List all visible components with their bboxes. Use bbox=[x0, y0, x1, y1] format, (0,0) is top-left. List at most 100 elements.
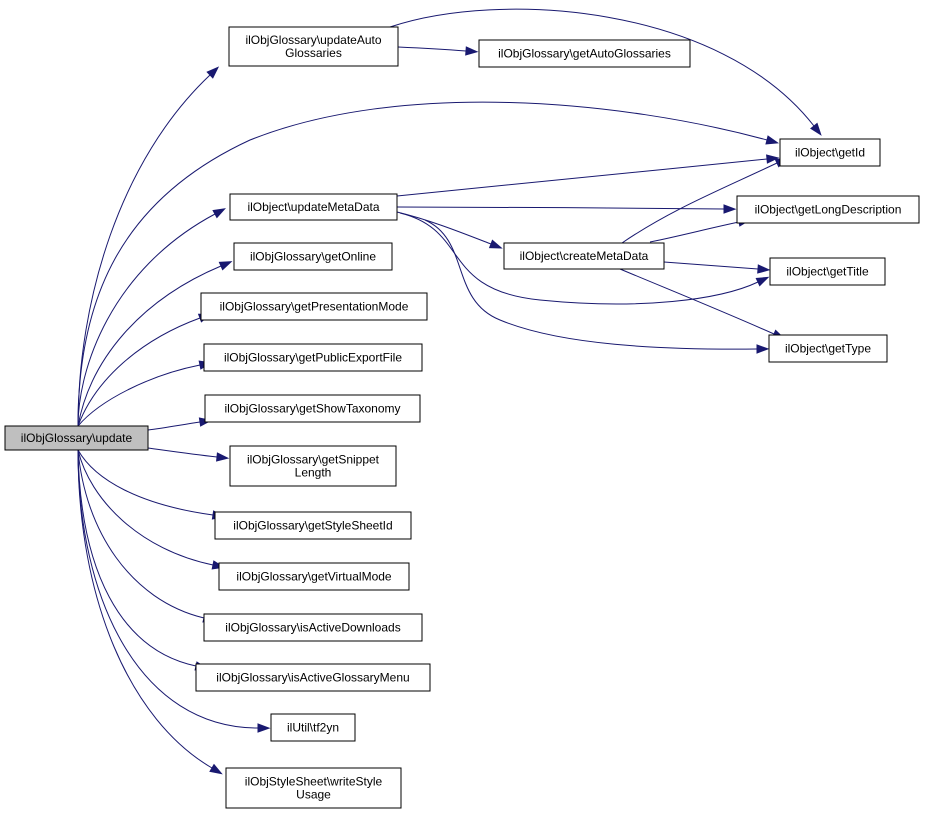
node-getStyleSheetId[interactable]: ilObjGlossary\getStyleSheetId bbox=[214, 511, 412, 540]
node-label: ilObjGlossary\isActiveGlossaryMenu bbox=[216, 671, 409, 685]
node-label: Length bbox=[295, 466, 332, 480]
node-box bbox=[200, 292, 428, 321]
node-box bbox=[4, 425, 149, 451]
node-getAutoGlossaries[interactable]: ilObjGlossary\getAutoGlossaries bbox=[478, 39, 691, 68]
edge-updateMetaData-to-getType bbox=[424, 219, 770, 354]
node-box bbox=[203, 613, 423, 642]
arrowhead bbox=[810, 122, 822, 136]
node-box bbox=[203, 343, 423, 372]
node-getId[interactable]: ilObject\getId bbox=[779, 138, 881, 167]
node-getShowTaxonomy[interactable]: ilObjGlossary\getShowTaxonomy bbox=[204, 394, 421, 423]
edge-updateMetaData-to-getLongDescription bbox=[396, 204, 737, 214]
node-box bbox=[225, 767, 402, 809]
node-getPresentationMode[interactable]: ilObjGlossary\getPresentationMode bbox=[200, 292, 428, 321]
node-box bbox=[478, 39, 691, 68]
node-createMetaData[interactable]: ilObject\createMetaData bbox=[503, 242, 665, 270]
arrowhead bbox=[488, 239, 503, 249]
edge-update-to-getSnippetLength bbox=[147, 447, 230, 462]
node-box bbox=[229, 193, 398, 221]
node-label: ilObjGlossary\updateAuto bbox=[245, 33, 381, 47]
edge-update-to-tf2yn bbox=[77, 449, 271, 733]
node-label: ilUtil\tf2yn bbox=[287, 721, 339, 735]
arrowhead bbox=[465, 46, 479, 56]
edge-createMetaData-to-getLongDescription bbox=[649, 217, 752, 243]
arrowhead bbox=[766, 154, 780, 164]
node-label: ilObject\getTitle bbox=[786, 265, 869, 279]
node-box bbox=[768, 334, 888, 363]
arrowhead bbox=[756, 344, 770, 354]
node-label: Glossaries bbox=[285, 46, 342, 60]
arrowhead bbox=[216, 452, 230, 462]
node-label: ilObjGlossary\getPublicExportFile bbox=[224, 351, 402, 365]
node-update[interactable]: ilObjGlossary\update bbox=[4, 425, 149, 451]
node-box bbox=[218, 562, 410, 591]
node-box bbox=[736, 195, 920, 224]
node-box bbox=[233, 242, 393, 271]
node-box bbox=[228, 26, 399, 67]
node-box bbox=[195, 663, 431, 692]
node-box bbox=[503, 242, 665, 270]
edge-update-to-isActiveGlossaryMenu bbox=[77, 449, 209, 671]
node-label: ilObjGlossary\isActiveDownloads bbox=[225, 621, 400, 635]
node-label: ilObject\getId bbox=[795, 146, 865, 160]
nodes-layer: ilObjGlossary\update ilObjGlossary\update… bbox=[4, 26, 920, 809]
node-tf2yn[interactable]: ilUtil\tf2yn bbox=[270, 713, 356, 742]
node-label: ilObjGlossary\getAutoGlossaries bbox=[498, 47, 671, 61]
arrowhead bbox=[757, 264, 771, 274]
node-label: ilObjStyleSheet\writeStyle bbox=[245, 775, 383, 789]
node-box bbox=[270, 713, 356, 742]
edge-updateMetaData-to-getId bbox=[396, 154, 780, 197]
arrowhead bbox=[209, 763, 223, 775]
edge-updateAutoGlossaries-to-getAutoGlossaries bbox=[397, 46, 479, 56]
edge-update-to-isActiveDownloads bbox=[77, 449, 217, 623]
edge-update-to-updateAutoGlossaries bbox=[77, 66, 220, 427]
edge-updateMetaData-to-getTitle bbox=[399, 212, 770, 305]
arrowhead bbox=[723, 204, 737, 214]
edge-update-to-getShowTaxonomy bbox=[147, 417, 213, 431]
arrowhead bbox=[755, 276, 770, 287]
edge-update-to-getOnline bbox=[77, 261, 233, 427]
edge-update-to-getVirtualMode bbox=[77, 449, 226, 570]
node-box bbox=[214, 511, 412, 540]
node-label: Usage bbox=[296, 788, 331, 802]
edge-update-to-getId bbox=[77, 101, 780, 427]
node-label: ilObjGlossary\getVirtualMode bbox=[236, 570, 392, 584]
arrowhead bbox=[218, 261, 233, 271]
node-getVirtualMode[interactable]: ilObjGlossary\getVirtualMode bbox=[218, 562, 410, 591]
edge-update-to-writeStyleUsage bbox=[77, 449, 223, 775]
node-box bbox=[769, 257, 886, 286]
arrowhead bbox=[212, 208, 226, 219]
node-label: ilObjGlossary\getOnline bbox=[250, 250, 376, 264]
node-label: ilObjGlossary\update bbox=[21, 431, 133, 445]
node-isActiveGlossaryMenu[interactable]: ilObjGlossary\isActiveGlossaryMenu bbox=[195, 663, 431, 692]
edge-createMetaData-to-getTitle bbox=[663, 261, 771, 274]
arrowhead bbox=[257, 723, 271, 733]
node-label: ilObjGlossary\getStyleSheetId bbox=[233, 519, 392, 533]
arrowhead bbox=[206, 66, 220, 79]
edges-layer bbox=[77, 8, 822, 775]
node-getType[interactable]: ilObject\getType bbox=[768, 334, 888, 363]
node-box bbox=[229, 445, 397, 487]
node-label: ilObjGlossary\getSnippet bbox=[247, 453, 380, 467]
node-label: ilObject\getLongDescription bbox=[755, 203, 902, 217]
node-getOnline[interactable]: ilObjGlossary\getOnline bbox=[233, 242, 393, 271]
node-label: ilObject\createMetaData bbox=[520, 249, 649, 263]
node-getPublicExportFile[interactable]: ilObjGlossary\getPublicExportFile bbox=[203, 343, 423, 372]
node-label: ilObject\getType bbox=[785, 342, 871, 356]
edge-update-to-updateMetaData bbox=[77, 208, 226, 427]
arrowhead bbox=[765, 135, 780, 145]
node-box bbox=[204, 394, 421, 423]
node-label: ilObject\updateMetaData bbox=[247, 200, 379, 214]
node-box bbox=[779, 138, 881, 167]
node-label: ilObjGlossary\getPresentationMode bbox=[220, 300, 409, 314]
node-isActiveDownloads[interactable]: ilObjGlossary\isActiveDownloads bbox=[203, 613, 423, 642]
node-label: ilObjGlossary\getShowTaxonomy bbox=[224, 402, 400, 416]
node-getTitle[interactable]: ilObject\getTitle bbox=[769, 257, 886, 286]
edge-update-to-getStyleSheetId bbox=[77, 449, 226, 520]
node-getLongDescription[interactable]: ilObject\getLongDescription bbox=[736, 195, 920, 224]
node-updateMetaData[interactable]: ilObject\updateMetaData bbox=[229, 193, 398, 221]
